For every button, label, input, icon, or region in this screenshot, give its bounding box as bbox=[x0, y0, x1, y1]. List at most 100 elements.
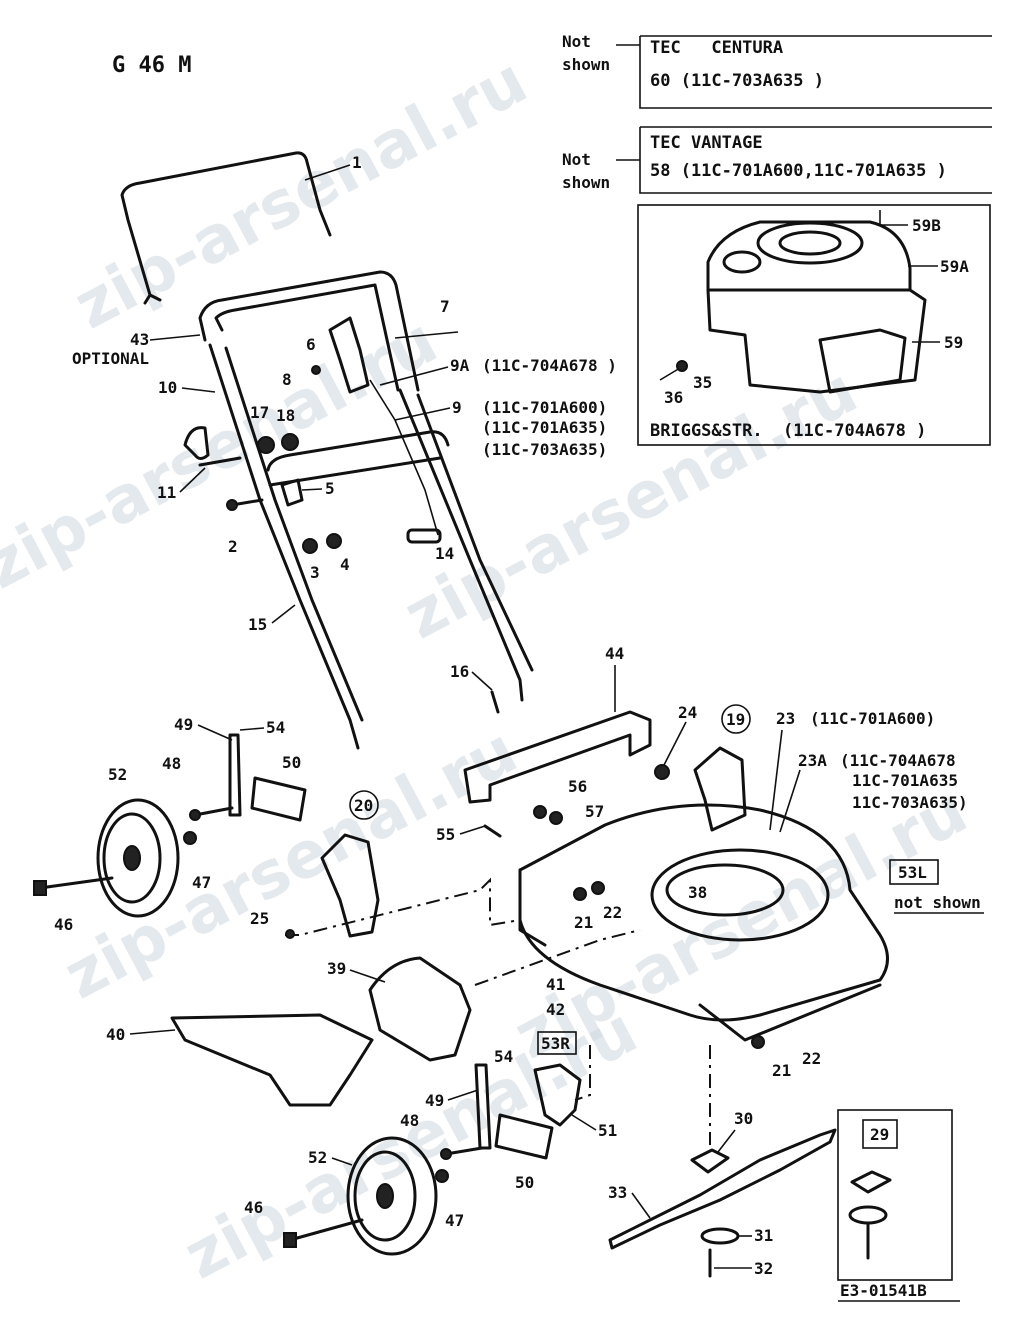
callout-21-upper: 21 bbox=[574, 913, 593, 932]
callout-19: 19 bbox=[726, 710, 745, 729]
callout-16: 16 bbox=[450, 662, 469, 681]
box-centura-line1: TEC CENTURA bbox=[650, 38, 783, 58]
figure-code: E3-01541B bbox=[840, 1281, 927, 1300]
callout-48-lower: 48 bbox=[400, 1111, 419, 1130]
callout-10: 10 bbox=[158, 378, 177, 397]
blade-assembly bbox=[608, 1109, 953, 1281]
engine-panel: 59B 59A 59 36 35 BRIGGS&STR. (11C-704A67… bbox=[637, 204, 991, 446]
callout-25: 25 bbox=[250, 909, 269, 928]
callout-7: 7 bbox=[440, 297, 450, 316]
callout-24: 24 bbox=[678, 703, 697, 722]
callout-43: 43 bbox=[130, 330, 149, 349]
callout-29: 29 bbox=[870, 1125, 889, 1144]
callout-9-model-1: (11C-701A600) bbox=[482, 398, 607, 417]
not-shown-note: shown bbox=[562, 173, 610, 192]
callout-48-upper: 48 bbox=[162, 754, 181, 773]
callout-23a-model-3: 11C-703A635) bbox=[852, 793, 968, 812]
callout-50-upper: 50 bbox=[282, 753, 301, 772]
callout-31: 31 bbox=[754, 1226, 773, 1245]
callout-23: 23 bbox=[776, 709, 795, 728]
callout-47-upper: 47 bbox=[192, 873, 211, 892]
not-shown-note: Not bbox=[562, 32, 591, 51]
callout-33: 33 bbox=[608, 1183, 627, 1202]
callout-40: 40 bbox=[106, 1025, 125, 1044]
callout-42: 42 bbox=[546, 1000, 565, 1019]
callout-11: 11 bbox=[157, 483, 176, 502]
engine-option-centura: Not shown TEC CENTURA 60 (11C-703A635 ) bbox=[562, 32, 992, 109]
not-shown-note: Not bbox=[562, 150, 591, 169]
callout-51: 51 bbox=[598, 1121, 617, 1140]
callout-9: 9 bbox=[452, 398, 462, 417]
callout-30: 30 bbox=[734, 1109, 753, 1128]
callout-23a-model-2: 11C-701A635 bbox=[852, 771, 958, 790]
wheel-callouts: 49 54 48 50 52 47 46 54 49 48 52 50 46 4… bbox=[54, 715, 534, 1230]
variant-53l: 53L bbox=[898, 863, 927, 882]
callout-9a-model: (11C-704A678 ) bbox=[482, 356, 617, 375]
front-wheel-assembly bbox=[283, 1063, 554, 1256]
callout-23-model: (11C-701A600) bbox=[810, 709, 935, 728]
engine-caption: BRIGGS&STR. (11C-704A678 ) bbox=[650, 421, 926, 441]
callout-35: 35 bbox=[693, 373, 712, 392]
callout-47-lower: 47 bbox=[445, 1211, 464, 1230]
callout-57: 57 bbox=[585, 802, 604, 821]
watermark-text: zip-arsenal.ru bbox=[393, 354, 869, 654]
callout-50-lower: 50 bbox=[515, 1173, 534, 1192]
handle-assembly bbox=[120, 151, 534, 750]
watermark-text: zip-arsenal.ru bbox=[0, 304, 449, 604]
callout-38: 38 bbox=[688, 883, 707, 902]
callout-2: 2 bbox=[228, 537, 238, 556]
callout-46-upper: 46 bbox=[54, 915, 73, 934]
box-vantage-line1: TEC VANTAGE bbox=[650, 133, 763, 153]
callout-22-lower: 22 bbox=[802, 1049, 821, 1068]
callout-59a: 59A bbox=[940, 257, 969, 276]
optional-label: OPTIONAL bbox=[72, 349, 149, 368]
engine-illustration bbox=[659, 210, 927, 394]
callout-14: 14 bbox=[435, 544, 454, 563]
callout-55: 55 bbox=[436, 825, 455, 844]
variant-53l-note: not shown bbox=[894, 893, 981, 912]
callout-59b: 59B bbox=[912, 216, 941, 235]
callout-23a: 23A bbox=[798, 751, 827, 770]
callout-59: 59 bbox=[944, 333, 963, 352]
callout-18: 18 bbox=[276, 406, 295, 425]
box-centura-line2: 60 (11C-703A635 ) bbox=[650, 71, 824, 91]
callout-9a: 9A bbox=[450, 356, 470, 375]
callout-49-lower: 49 bbox=[425, 1091, 444, 1110]
callout-52-lower: 52 bbox=[308, 1148, 327, 1167]
callout-36: 36 bbox=[664, 388, 683, 407]
diagram-title: G 46 M bbox=[112, 53, 191, 78]
callout-1: 1 bbox=[352, 153, 362, 172]
callout-20: 20 bbox=[354, 796, 373, 815]
deck-assembly bbox=[170, 710, 889, 1145]
callout-49-upper: 49 bbox=[174, 715, 193, 734]
callout-17: 17 bbox=[250, 403, 269, 422]
callout-41: 41 bbox=[546, 975, 565, 994]
callout-4: 4 bbox=[340, 555, 350, 574]
lower-callouts: 44 24 19 23 (11C-701A600) 23A (11C-704A6… bbox=[106, 644, 984, 1302]
callout-22-upper: 22 bbox=[603, 903, 622, 922]
callout-56: 56 bbox=[568, 777, 587, 796]
callout-54-upper: 54 bbox=[266, 718, 285, 737]
callout-9-model-2: (11C-701A635) bbox=[482, 418, 607, 437]
callout-9-model-3: (11C-703A635) bbox=[482, 440, 607, 459]
callout-54-lower: 54 bbox=[494, 1047, 513, 1066]
callout-6: 6 bbox=[306, 335, 316, 354]
callout-39: 39 bbox=[327, 959, 346, 978]
callout-3: 3 bbox=[310, 563, 320, 582]
callout-32: 32 bbox=[754, 1259, 773, 1278]
callout-44: 44 bbox=[605, 644, 624, 663]
variant-53r: 53R bbox=[541, 1034, 570, 1053]
not-shown-note: shown bbox=[562, 55, 610, 74]
callout-15: 15 bbox=[248, 615, 267, 634]
callout-46-lower: 46 bbox=[244, 1198, 263, 1217]
callout-21-lower: 21 bbox=[772, 1061, 791, 1080]
callout-52-upper: 52 bbox=[108, 765, 127, 784]
box-vantage-line2: 58 (11C-701A600,11C-701A635 ) bbox=[650, 161, 947, 181]
callout-5: 5 bbox=[325, 479, 335, 498]
engine-option-vantage: Not shown TEC VANTAGE 58 (11C-701A600,11… bbox=[562, 126, 992, 194]
rear-wheel-assembly bbox=[33, 733, 307, 918]
handle-callouts: 1 43 OPTIONAL 10 6 8 7 9A (11C-704A678 )… bbox=[72, 153, 617, 691]
callout-23a-model-1: (11C-704A678 bbox=[840, 751, 956, 770]
callout-8: 8 bbox=[282, 370, 292, 389]
